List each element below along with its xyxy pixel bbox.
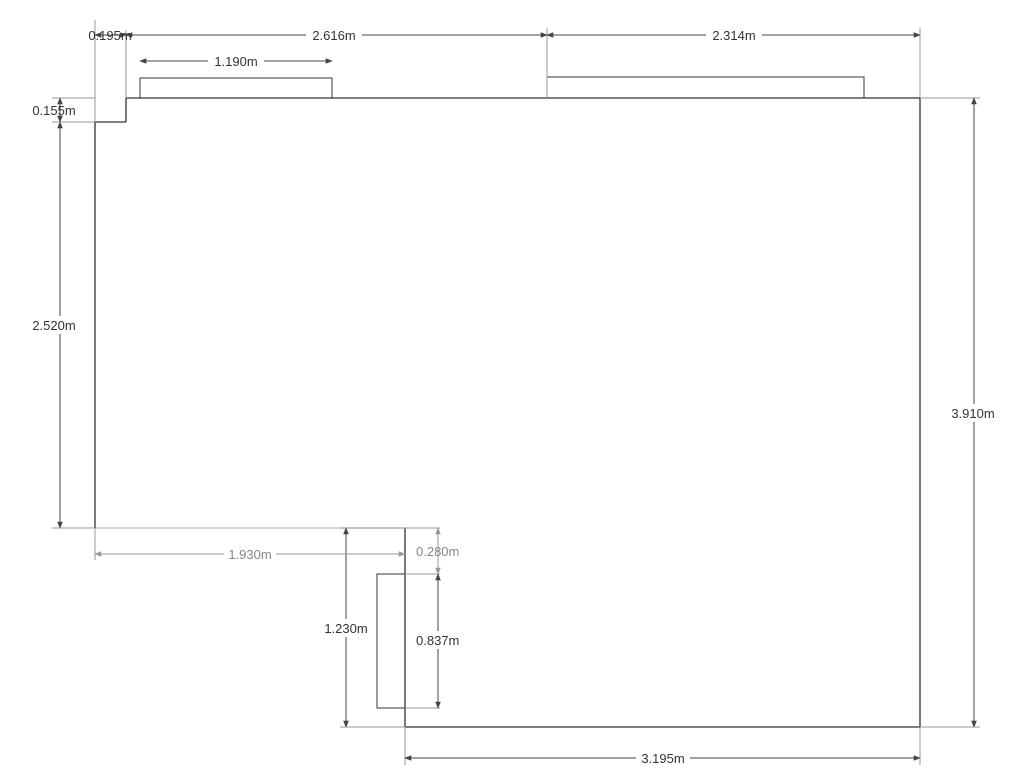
window-top-right <box>546 76 865 99</box>
label-top-left-notch: 0.195m <box>88 28 131 43</box>
label-top-left-segment: 2.616m <box>312 28 355 43</box>
dimension-labels: 0.195m 2.616m 2.314m 1.190m 0.155m 2.520… <box>32 28 994 766</box>
label-lower-left-width: 1.930m <box>228 547 271 562</box>
label-lower-window: 0.837m <box>416 633 459 648</box>
dimension-lines <box>57 32 977 761</box>
label-left-notch: 0.155m <box>32 103 75 118</box>
window-top-left <box>139 77 333 99</box>
window-lower-left <box>376 573 406 709</box>
label-left-wall: 2.520m <box>32 318 75 333</box>
label-top-window-left: 1.190m <box>214 54 257 69</box>
label-bottom-width: 3.195m <box>641 751 684 766</box>
label-top-right-segment: 2.314m <box>712 28 755 43</box>
label-backgrounds <box>28 27 1000 766</box>
extension-lines <box>52 20 980 765</box>
room-walls <box>94 97 921 728</box>
label-lower-notch: 1.230m <box>324 621 367 636</box>
label-step-offset: 0.280m <box>416 544 459 559</box>
label-right-wall: 3.910m <box>951 406 994 421</box>
